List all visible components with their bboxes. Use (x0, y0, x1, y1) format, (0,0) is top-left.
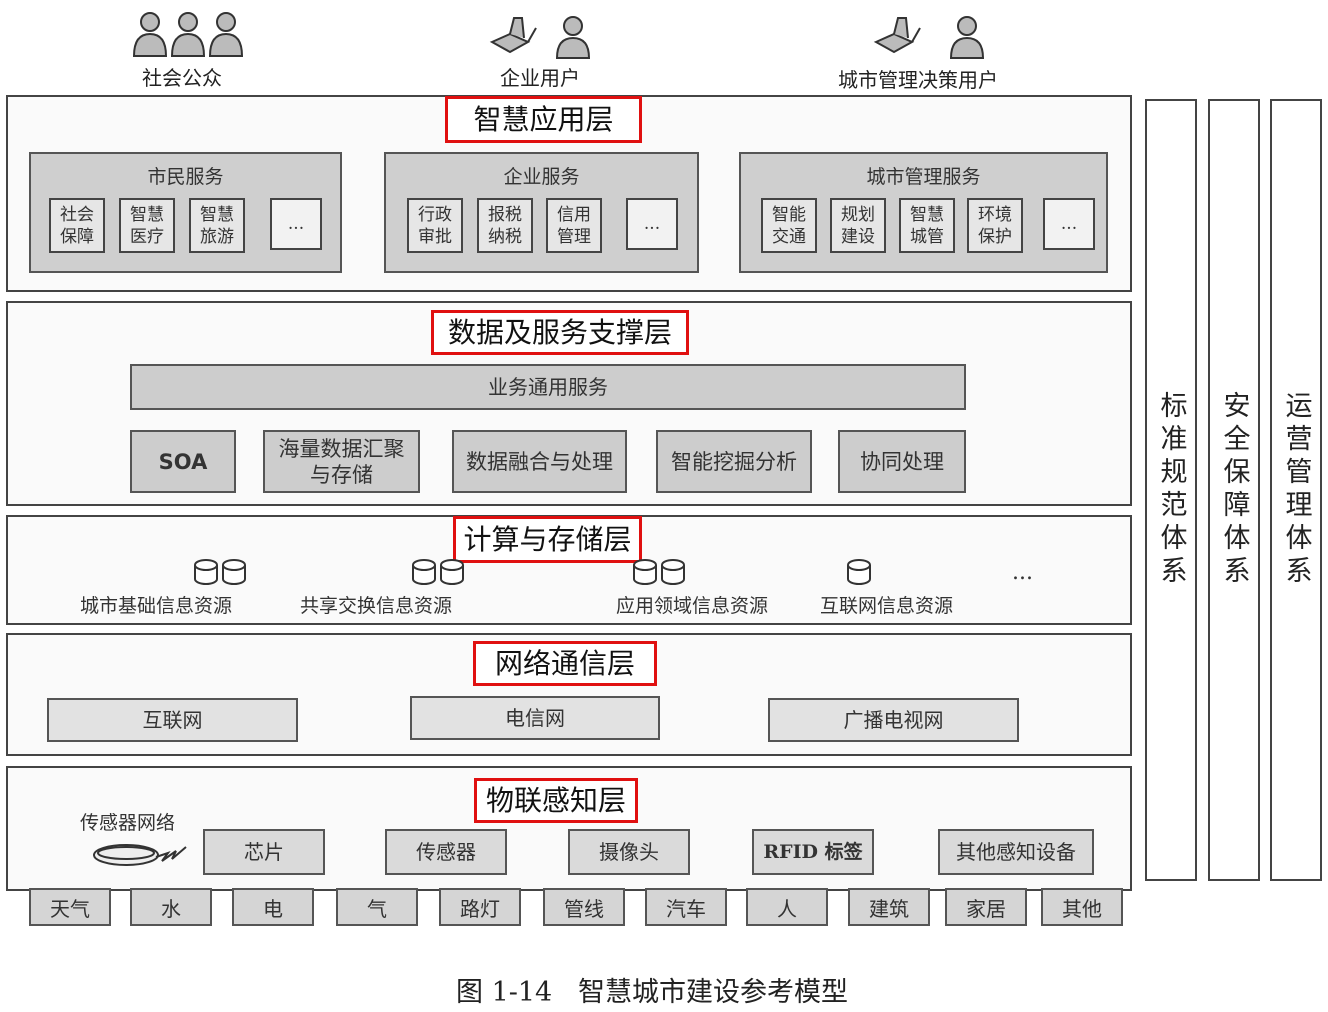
sensor-box: 传感器 (385, 829, 507, 875)
thing-building: 建筑 (848, 888, 930, 926)
soa-box: SOA (130, 430, 236, 493)
database-icon (633, 559, 685, 585)
thing-water: 水 (130, 888, 212, 926)
people-icon (132, 12, 244, 57)
intelligent-mining-box: 智能挖掘分析 (656, 430, 812, 493)
city-management-service-title: 城市管理服务 (866, 166, 981, 188)
enterprise-service-title: 企业服务 (503, 166, 580, 188)
compute-storage-layer (6, 515, 1132, 625)
smart-tourism-box: 智慧旅游 (189, 198, 245, 253)
credit-management-box: 信用管理 (546, 198, 602, 253)
common-business-service-box: 业务通用服务 (130, 364, 966, 410)
thing-streetlight: 路灯 (439, 888, 521, 926)
city-more-box: ... (1043, 198, 1095, 250)
compute-storage-layer-title: 计算与存储层 (453, 516, 642, 563)
citizen-more-box: ... (270, 198, 322, 250)
sensor-network-icon (93, 844, 187, 866)
data-fusion-box: 数据融合与处理 (452, 430, 627, 493)
smart-transport-box: 智能交通 (761, 198, 817, 253)
enterprise-user-icon (489, 16, 591, 59)
iot-perception-layer-title: 物联感知层 (474, 778, 638, 823)
user-public-label: 社会公众 (142, 66, 222, 90)
admin-approval-box: 行政审批 (407, 198, 463, 253)
broadcast-tv-network-box: 广播电视网 (768, 698, 1019, 742)
application-domain-info-label: 应用领域信息资源 (616, 595, 769, 617)
user-enterprise-label: 企业用户 (500, 66, 580, 90)
chip-box: 芯片 (203, 829, 325, 875)
rfid-tag-box: RFID 标签 (752, 829, 874, 875)
citizen-service-title: 市民服务 (147, 166, 224, 188)
smart-city-admin-box: 智慧城管 (899, 198, 955, 253)
database-icon (847, 559, 871, 585)
other-sensing-devices-box: 其他感知设备 (938, 829, 1094, 875)
standards-pillar: 标准规范体系 (1145, 99, 1197, 881)
database-icon (194, 559, 246, 585)
internet-info-label: 互联网信息资源 (820, 595, 954, 617)
network-communication-layer-title: 网络通信层 (473, 641, 657, 686)
environment-protection-box: 环境保护 (967, 198, 1023, 253)
city-mgmt-user-icon (873, 16, 985, 59)
compute-more-label: ... (1012, 560, 1033, 585)
smart-application-layer-title: 智慧应用层 (445, 96, 642, 143)
user-city-mgmt-label: 城市管理决策用户 (838, 68, 998, 92)
security-pillar: 安全保障体系 (1208, 99, 1260, 881)
thing-gas: 气 (336, 888, 418, 926)
enterprise-more-box: ... (626, 198, 678, 250)
data-service-support-layer-title: 数据及服务支撑层 (431, 310, 689, 355)
collaborative-processing-box: 协同处理 (838, 430, 966, 493)
thing-car: 汽车 (645, 888, 727, 926)
thing-pipeline: 管线 (543, 888, 625, 926)
smart-medical-box: 智慧医疗 (119, 198, 175, 253)
security-pillar-label: 安全保障体系 (1218, 391, 1250, 589)
city-basic-info-label: 城市基础信息资源 (80, 595, 233, 617)
camera-box: 摄像头 (568, 829, 690, 875)
database-icon (412, 559, 464, 585)
operations-pillar-label: 运营管理体系 (1280, 391, 1312, 589)
operations-pillar: 运营管理体系 (1270, 99, 1322, 881)
thing-weather: 天气 (29, 888, 111, 926)
tax-filing-box: 报税纳税 (477, 198, 533, 253)
social-security-box: 社会保障 (49, 198, 105, 253)
internet-box: 互联网 (47, 698, 298, 742)
planning-construction-box: 规划建设 (830, 198, 886, 253)
figure-caption: 图 1-14 智慧城市建设参考模型 (456, 977, 848, 1008)
thing-person: 人 (746, 888, 828, 926)
telecom-network-box: 电信网 (410, 696, 660, 740)
thing-other: 其他 (1041, 888, 1123, 926)
shared-exchange-info-label: 共享交换信息资源 (300, 595, 453, 617)
thing-home: 家居 (945, 888, 1027, 926)
standards-pillar-label: 标准规范体系 (1155, 391, 1187, 589)
sensor-network-label: 传感器网络 (80, 812, 176, 834)
thing-electricity: 电 (232, 888, 314, 926)
massive-data-storage-box: 海量数据汇聚与存储 (263, 430, 420, 493)
